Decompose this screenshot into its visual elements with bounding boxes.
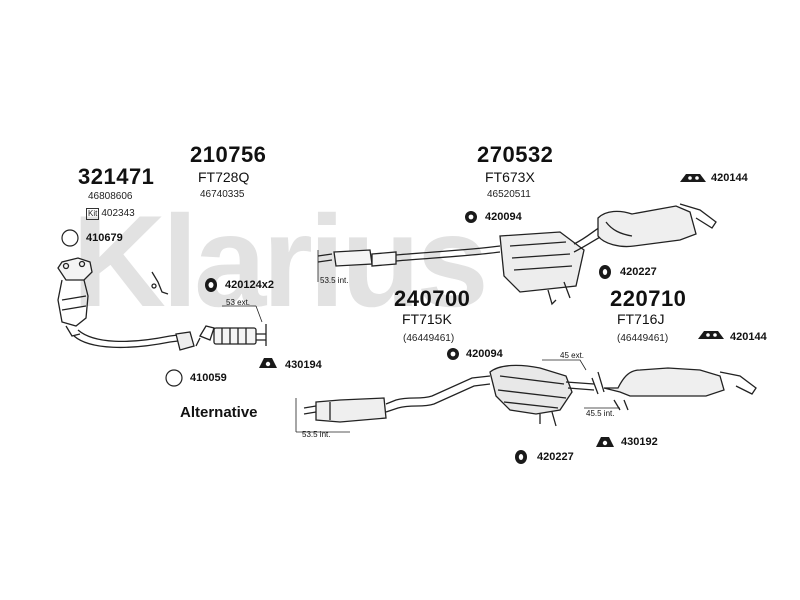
oe-number-220710: (46449461) <box>617 333 669 344</box>
center-pipe-top <box>317 223 611 306</box>
brand-watermark: Klarius <box>72 188 489 334</box>
mount-icon-430192 <box>596 437 614 447</box>
kit-number: 402343 <box>101 208 135 219</box>
assembly-number-220710: 220710 <box>610 286 687 311</box>
part-label-430192: 430192 <box>621 436 658 448</box>
gasket-icon-420124 <box>205 278 217 292</box>
clamp-icon-410059 <box>165 369 183 387</box>
part-label-420144-top: 420144 <box>711 172 748 184</box>
dimension-53-5-int-bottom: 53.5 int. <box>302 430 331 439</box>
part-code-220710: FT716J <box>617 311 665 327</box>
kit-badge: Kit <box>86 208 100 220</box>
oe-number-270532: 46520511 <box>487 189 531 200</box>
part-label-420227-bottom: 420227 <box>537 451 574 463</box>
oe-number-210756: 46740335 <box>200 189 245 200</box>
assembly-number-270532: 270532 <box>477 142 554 167</box>
part-label-420124: 420124x2 <box>225 279 274 291</box>
rubber-icon-420227-top <box>599 265 611 279</box>
part-code-270532: FT673X <box>485 169 535 185</box>
front-pipe-assembly <box>195 324 267 347</box>
rubber-icon-420227-bottom <box>515 450 527 464</box>
dimension-45-5-int: 45.5 int. <box>586 409 615 418</box>
oe-number-240700: (46449461) <box>403 333 455 344</box>
ring-icon-420094-top <box>465 211 477 223</box>
part-label-420227-top: 420227 <box>620 266 657 278</box>
dimension-leaders <box>222 250 620 433</box>
ring-icon-420094-mid <box>447 348 459 360</box>
part-label-410059: 410059 <box>190 372 227 384</box>
assembly-number-240700: 240700 <box>394 286 471 311</box>
alternative-label: Alternative <box>180 404 258 421</box>
alternative-assembly <box>303 364 757 427</box>
clamp-icon-410679 <box>61 229 79 247</box>
mount-icon-430194 <box>259 358 277 368</box>
part-label-430194: 430194 <box>285 359 322 371</box>
assembly-number-210756: 210756 <box>190 142 267 167</box>
hanger-icon-420144-top <box>680 174 706 182</box>
part-label-420094-top: 420094 <box>485 211 522 223</box>
part-label-420094-mid: 420094 <box>466 348 503 360</box>
hanger-icon-420144-mid <box>698 331 724 339</box>
part-code-240700: FT715K <box>402 311 452 327</box>
assembly-number-321471: 321471 <box>78 164 155 189</box>
dimension-53-ext: 53 ext. <box>226 298 251 307</box>
dimension-53-5-int-top: 53.5 int. <box>320 276 349 285</box>
part-label-420144-mid: 420144 <box>730 331 767 343</box>
oe-number-321471: 46808606 <box>88 191 133 202</box>
catalyst-assembly <box>57 257 195 351</box>
part-label-410679: 410679 <box>86 232 123 244</box>
rear-silencer-top <box>597 203 717 248</box>
dimension-45-ext: 45 ext. <box>560 351 585 360</box>
part-code-210756: FT728Q <box>198 169 250 185</box>
